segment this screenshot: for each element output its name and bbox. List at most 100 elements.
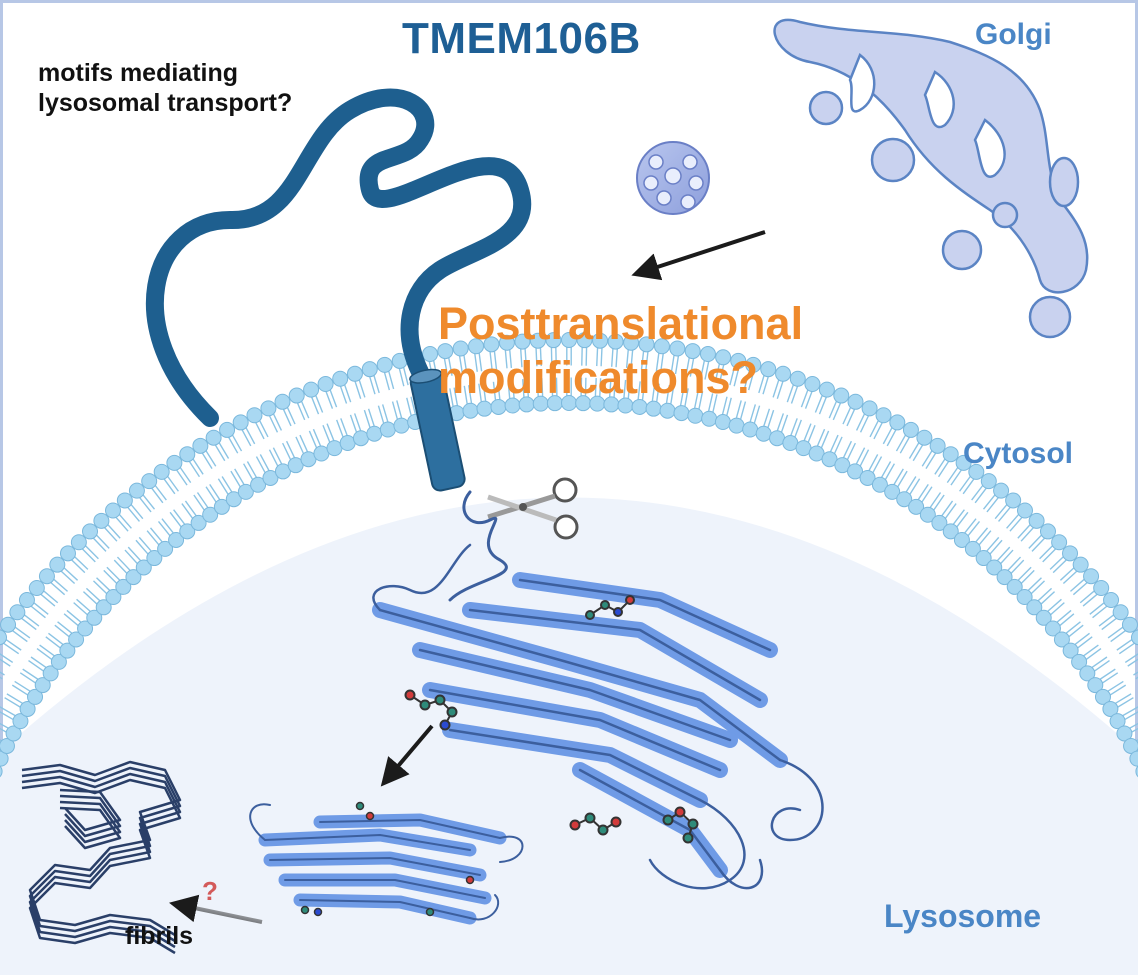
lipid-head-inner [701,410,718,427]
lipid-head-outer [1016,502,1033,519]
lipid-tail [60,567,101,605]
lipid-head-inner [1123,737,1138,754]
lipid-head-outer [452,340,469,357]
lipid-head-inner [462,402,479,419]
lipid-head-outer [1028,512,1045,529]
lipid-head-inner [59,642,76,659]
lipid-head-outer [760,361,777,378]
lipid-head-outer [82,523,99,540]
lipid-tail [1027,556,1067,595]
lipid-tail [693,360,710,410]
lipid-head-inner [42,665,59,682]
motifs-line-1: motifs mediating [38,59,239,87]
lipid-head-inner [673,405,690,422]
lipid-tail [474,352,487,403]
lipid-tail [30,602,73,638]
lipid-head-outer [49,556,66,573]
lipid-head-inner [742,421,759,438]
lipid-head-outer [875,407,892,424]
lipid-head-outer [166,454,183,471]
lipid-head-inner [12,713,29,730]
lipid-tail [398,367,417,416]
lipid-head-outer [847,393,864,410]
golgi-apparatus-icon [773,18,1089,339]
lipid-head-inner [274,463,291,480]
lipid-head-outer [623,334,640,351]
lipid-head-inner [714,414,731,431]
lipid-head-inner [1079,665,1096,682]
lipid-head-inner [908,498,925,515]
lipid-head-outer [638,336,655,353]
lipid-head-inner [135,559,152,576]
lipid-head-outer [28,580,45,597]
lipid-head-outer [592,332,609,349]
lipid-head-inner [237,483,254,500]
lipid-head-inner [1044,620,1061,637]
lipid-head-inner [168,531,185,548]
lipid-head-outer [1062,545,1079,562]
lipid-head-outer [1093,580,1110,597]
lipid-tail [952,484,987,528]
lipid-head-inner [659,402,676,419]
lipid-head-inner [27,688,44,705]
lipid-head-outer [59,545,76,562]
lipid-tail [829,406,856,455]
lipid-head-inner [986,559,1003,576]
lipid-tail [1065,602,1108,638]
lipid-head-outer [745,356,762,373]
lipid-head-inner [157,540,174,557]
lipid-head-outer [669,340,686,357]
lipid-tail [1037,567,1078,605]
lipid-tail [339,384,362,433]
lipid-head-outer [730,352,747,369]
lipid-tail [1099,653,1138,684]
lipid-tail [138,494,175,537]
lipid-head-inner [393,417,410,434]
lipid-head-outer [1039,523,1056,540]
lipid-tail [282,406,309,455]
lipid-head-inner [19,700,36,717]
lipid-head-inner [755,425,772,442]
lipid-tail [868,427,897,474]
lipid-tail [721,367,740,416]
lipid-head-inner [942,523,959,540]
lipid-head-inner [68,631,85,648]
lipid-tail [763,379,784,428]
lipid-head-inner [250,476,267,493]
lipid-head-outer [232,414,249,431]
lipid-head-outer [483,336,500,353]
fibril-structure [20,760,182,955]
lipid-head-inner [1102,700,1119,717]
lipid-tail [929,467,963,511]
lipid-head-outer [332,370,349,387]
lipid-tail [127,503,163,546]
lipid-tail [679,357,695,407]
lipid-head-outer [179,446,196,463]
fibril-formation-arrow [169,894,263,924]
lipid-head-inner [1026,599,1043,616]
lipid-head-inner [339,435,356,452]
lipid-head-inner [366,425,383,442]
lipid-head-outer [219,421,236,438]
lipid-head-outer [498,334,515,351]
lipid-head-inner [34,677,51,694]
lipid-head-inner [931,514,948,531]
golgi-label: Golgi [975,18,1052,51]
lipid-head-inner [77,620,94,637]
lipid-head-outer [968,463,985,480]
lipid-head-inner [125,569,142,586]
lipid-tail [842,413,870,461]
lipid-tail [608,348,619,398]
lipid-head-outer [514,333,531,350]
lipid-head-outer [789,370,806,387]
lipid-head-inner [105,588,122,605]
lipid-head-outer [0,629,8,646]
lipid-head-inner [884,483,901,500]
lipid-head-outer [942,446,959,463]
lipid-head-outer [1051,534,1068,551]
lipid-head-inner [975,550,992,567]
vesicle-icon [636,141,710,215]
glycan-molecules [404,595,699,844]
